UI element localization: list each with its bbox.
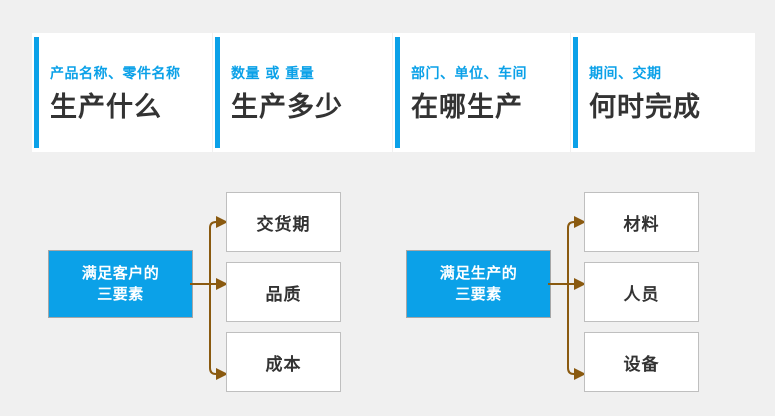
diagram-group-customer: 满足客户的三要素 交货期 品质 成本 bbox=[40, 170, 400, 405]
target-box-label: 人员 bbox=[623, 284, 660, 305]
target-box[interactable]: 交货期 bbox=[226, 192, 341, 252]
header-card-subtitle: 部门、单位、车间 bbox=[411, 66, 527, 82]
diagram: 满足客户的三要素 交货期 品质 成本 满足生产的三要素 bbox=[0, 170, 775, 405]
header-card-subtitle: 产品名称、零件名称 bbox=[50, 66, 181, 82]
header-band: 产品名称、零件名称 生产什么 数量 或 重量 生产多少 部门、单位、车间 在哪生… bbox=[32, 33, 755, 152]
header-card-what-to-produce[interactable]: 产品名称、零件名称 生产什么 bbox=[32, 33, 212, 152]
header-card-title: 生产多少 bbox=[231, 92, 343, 123]
source-box-label: 满足生产的三要素 bbox=[440, 263, 518, 306]
target-box-label: 设备 bbox=[623, 354, 660, 375]
target-box[interactable]: 品质 bbox=[226, 262, 341, 322]
source-box-label-line2: 三要素 bbox=[455, 285, 502, 303]
target-box[interactable]: 人员 bbox=[584, 262, 699, 322]
header-card-title: 何时完成 bbox=[589, 92, 701, 123]
target-box[interactable]: 材料 bbox=[584, 192, 699, 252]
target-box[interactable]: 成本 bbox=[226, 332, 341, 392]
header-card-body: 部门、单位、车间 在哪生产 bbox=[411, 33, 564, 152]
header-card-title: 生产什么 bbox=[50, 92, 162, 123]
source-box-label-line2: 三要素 bbox=[97, 285, 144, 303]
header-card-body: 产品名称、零件名称 生产什么 bbox=[50, 33, 206, 152]
accent-bar-icon bbox=[573, 37, 578, 148]
source-box-label-line1: 满足客户的 bbox=[81, 263, 160, 282]
header-card-subtitle: 数量 或 重量 bbox=[231, 66, 315, 82]
header-card-how-much-to-produce[interactable]: 数量 或 重量 生产多少 bbox=[213, 33, 392, 152]
header-card-where-to-produce[interactable]: 部门、单位、车间 在哪生产 bbox=[393, 33, 570, 152]
header-card-body: 数量 或 重量 生产多少 bbox=[231, 33, 386, 152]
source-box-production[interactable]: 满足生产的三要素 bbox=[406, 250, 551, 318]
diagram-group-production: 满足生产的三要素 材料 人员 设备 bbox=[398, 170, 758, 405]
source-box-label: 满足客户的三要素 bbox=[82, 263, 160, 306]
target-box-label: 材料 bbox=[623, 214, 660, 235]
source-box-customer[interactable]: 满足客户的三要素 bbox=[48, 250, 193, 318]
header-card-when-to-complete[interactable]: 期间、交期 何时完成 bbox=[571, 33, 755, 152]
target-box-label: 交货期 bbox=[256, 214, 311, 235]
target-box-label: 品质 bbox=[265, 284, 302, 305]
source-box-label-line1: 满足生产的 bbox=[439, 263, 518, 282]
accent-bar-icon bbox=[395, 37, 400, 148]
accent-bar-icon bbox=[34, 37, 39, 148]
target-box[interactable]: 设备 bbox=[584, 332, 699, 392]
target-box-label: 成本 bbox=[265, 354, 302, 375]
header-card-title: 在哪生产 bbox=[411, 92, 523, 123]
accent-bar-icon bbox=[215, 37, 220, 148]
header-card-subtitle: 期间、交期 bbox=[589, 66, 662, 82]
header-card-body: 期间、交期 何时完成 bbox=[589, 33, 749, 152]
